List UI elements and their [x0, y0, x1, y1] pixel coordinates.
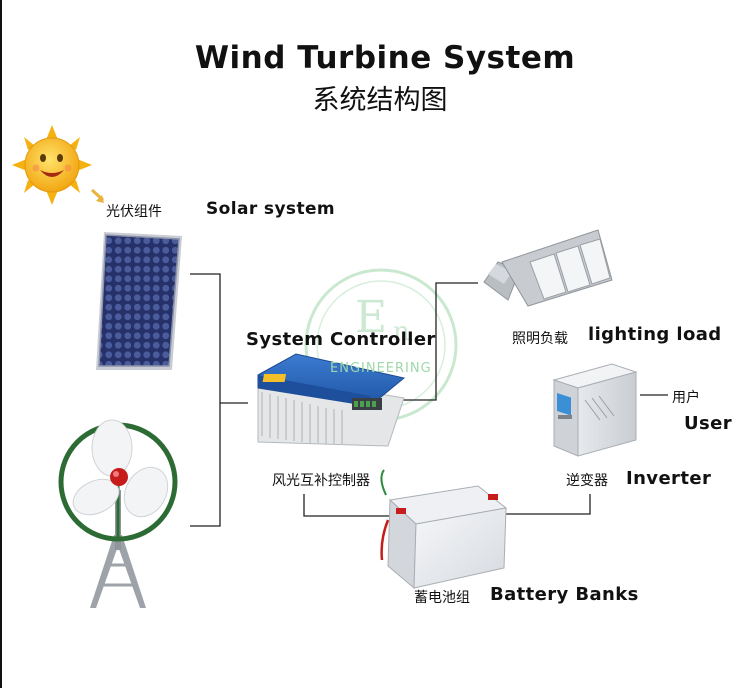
- street-light-image: [483, 229, 613, 307]
- svg-text:E: E: [355, 292, 387, 343]
- svg-text:n: n: [393, 317, 410, 347]
- user-label-en: User: [684, 413, 733, 434]
- battery-label-cn: 蓄电池组: [414, 590, 470, 606]
- solar-label-cn: 光伏组件: [106, 204, 162, 220]
- watermark-text: ENGINEERING: [330, 361, 432, 376]
- controller-image: [257, 353, 406, 447]
- battery-label-en: Battery Banks: [490, 584, 639, 605]
- controller-label-cn: 风光互补控制器: [272, 473, 370, 489]
- lighting-label-cn: 照明负载: [512, 331, 568, 347]
- sun-icon: [12, 125, 92, 205]
- lighting-label-en: lighting load: [588, 324, 722, 345]
- wind-turbine-image: [58, 419, 178, 608]
- controller-label-en: System Controller: [246, 329, 436, 350]
- connection-lines: [190, 273, 668, 527]
- title-english: Wind Turbine System: [194, 40, 576, 76]
- inverter-label-cn: 逆变器: [566, 473, 608, 489]
- title-chinese: 系统结构图: [312, 85, 448, 116]
- left-border: [0, 0, 2, 688]
- battery-image: [380, 469, 508, 590]
- inverter-label-en: Inverter: [626, 468, 712, 489]
- watermark-logo: E n: [304, 268, 458, 422]
- user-label-cn: 用户: [672, 390, 700, 406]
- solar-panel-image: [96, 232, 182, 370]
- inverter-image: [552, 363, 638, 457]
- solar-label-en: Solar system: [206, 199, 336, 219]
